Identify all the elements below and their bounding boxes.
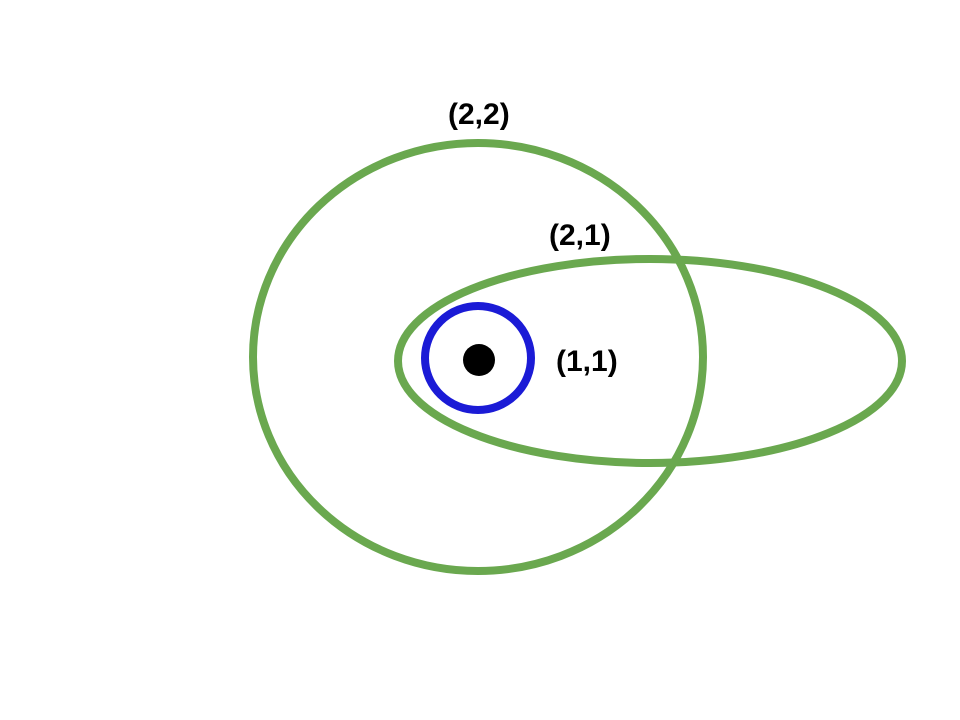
orbit-2-2-circle <box>249 139 707 575</box>
orbit-1-1-circle <box>421 302 535 414</box>
label-2-2: (2,2) <box>448 98 510 131</box>
orbit-2-1-ellipse <box>394 255 906 467</box>
center-dot <box>463 344 495 376</box>
label-1-1: (1,1) <box>556 345 618 378</box>
label-2-1: (2,1) <box>549 219 611 252</box>
